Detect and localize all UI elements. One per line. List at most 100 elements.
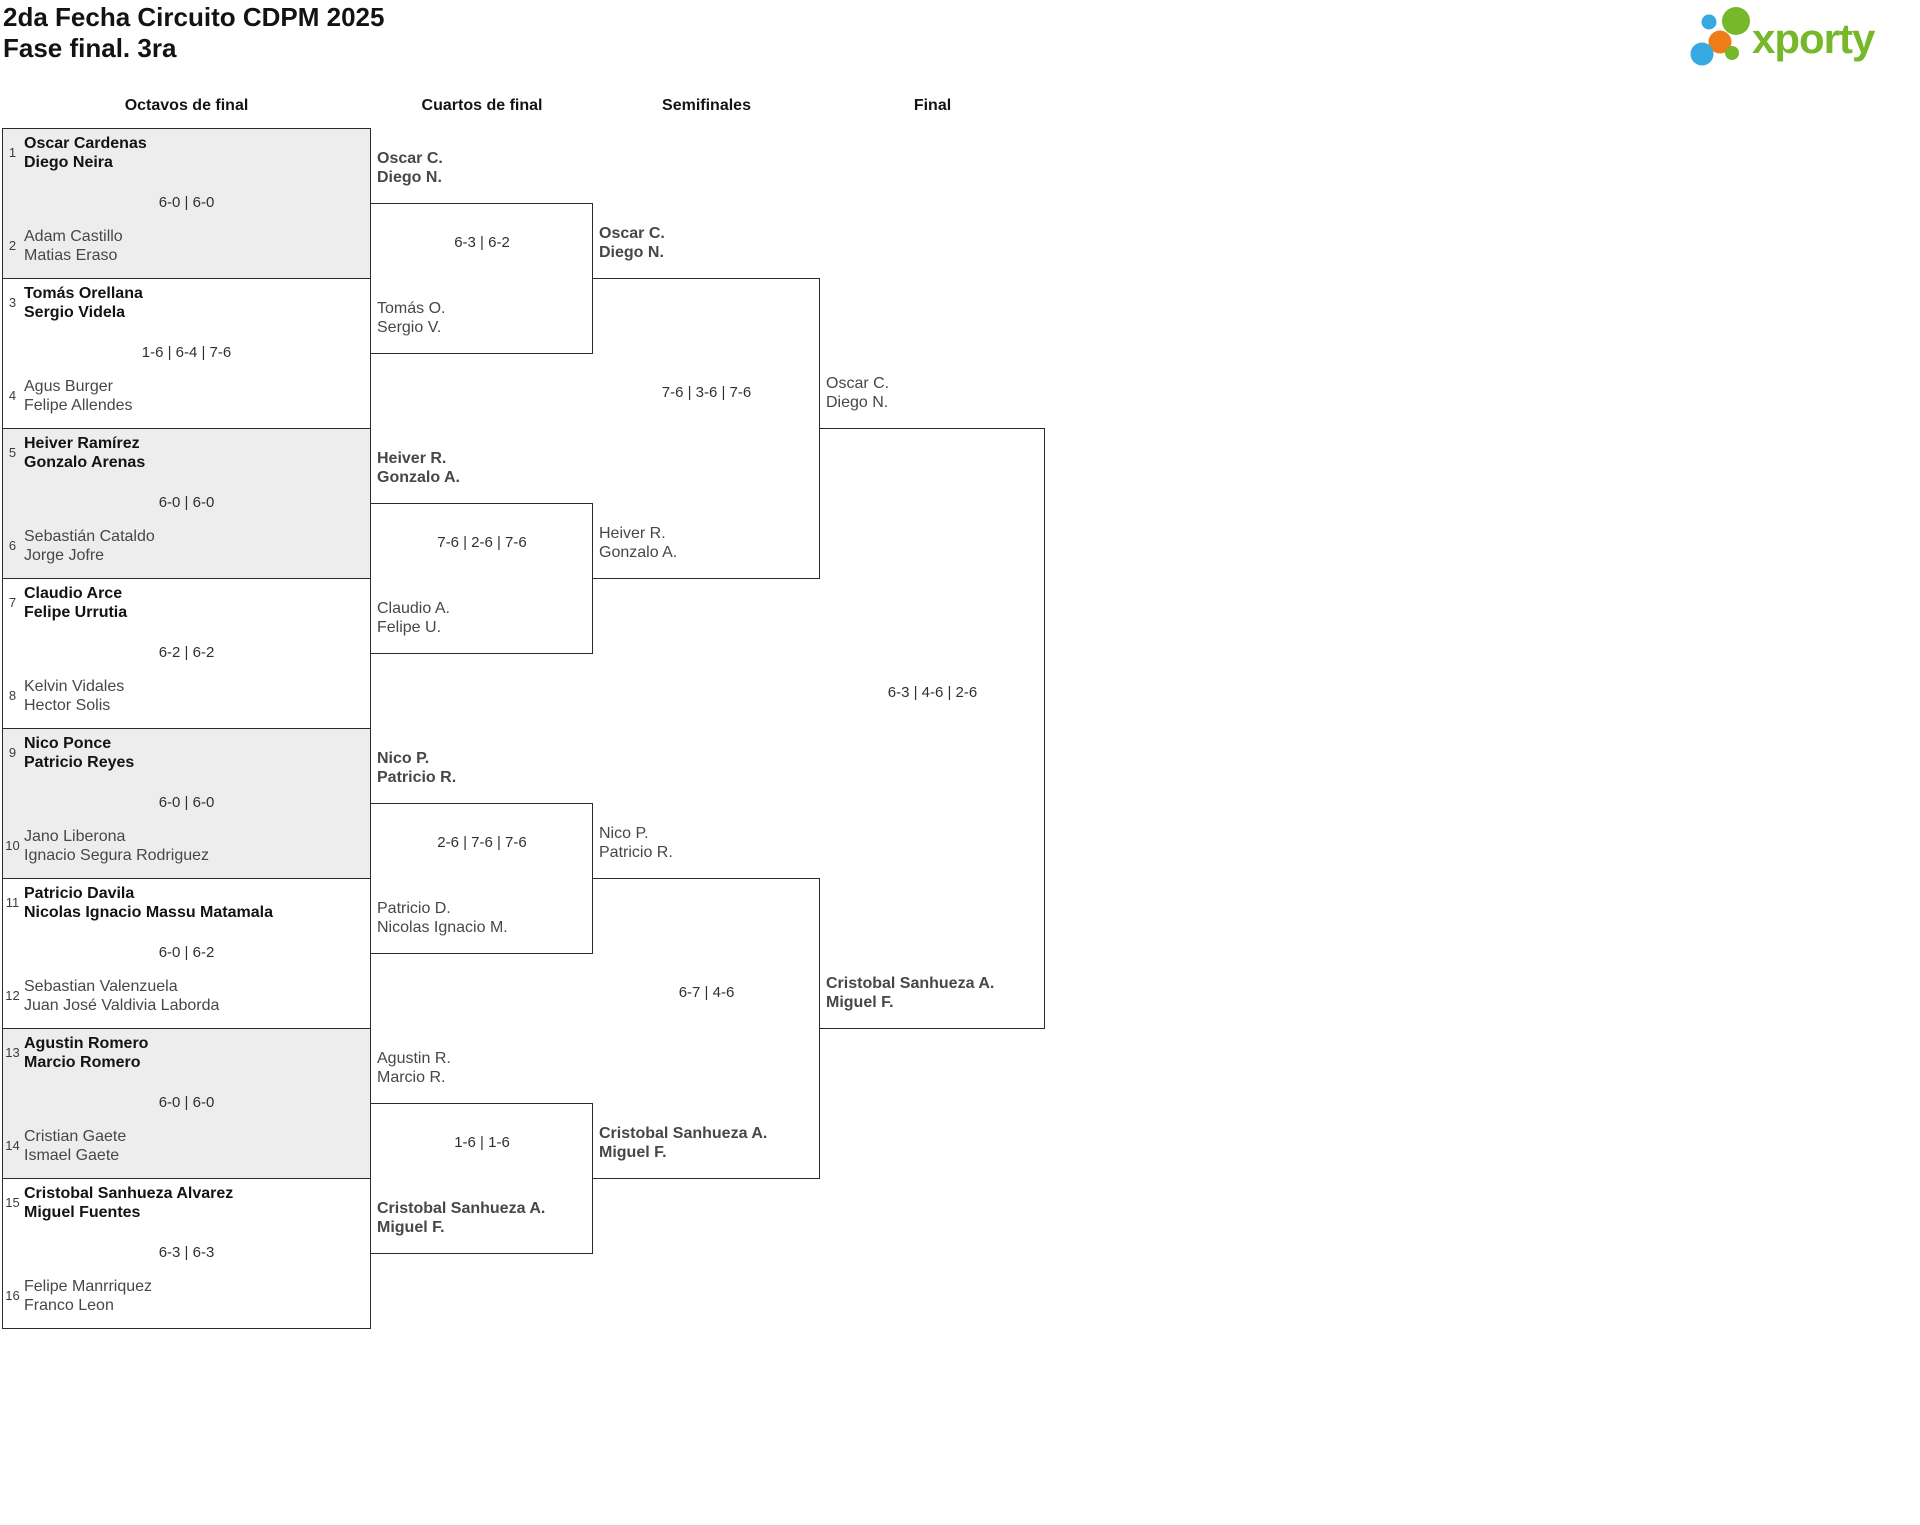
bracket-connector-final <box>820 428 1045 1029</box>
seed-number: 14 <box>5 1138 20 1153</box>
match-score: 6-0 | 6-2 <box>158 944 215 961</box>
player-line: Felipe U. <box>377 619 442 636</box>
player-line: Heiver R. <box>377 450 447 467</box>
cuartos-2-team-top: Heiver R. Gonzalo A. <box>377 449 592 487</box>
player-line: Franco Leon <box>24 1297 114 1314</box>
player-line: Juan José Valdivia Laborda <box>24 997 220 1014</box>
player-line: Felipe Urrutia <box>24 604 128 621</box>
seed-number: 4 <box>8 388 17 403</box>
player-line: Nico P. <box>599 825 649 842</box>
seed-number: 7 <box>8 595 17 610</box>
player-line: Patricio R. <box>377 769 457 786</box>
cuartos-4-team-top: Agustin R. Marcio R. <box>377 1049 592 1087</box>
player-line: Patricio D. <box>377 900 451 917</box>
bracket-connector-sf2 <box>593 878 820 1179</box>
player-line: Cristobal Sanhueza A. <box>599 1125 768 1142</box>
player-line: Diego Neira <box>24 154 113 171</box>
match-score: 6-0 | 6-0 <box>158 1094 215 1111</box>
team-pair: Heiver Ramírez Gonzalo Arenas <box>24 434 364 472</box>
team-pair: Adam Castillo Matias Eraso <box>24 227 364 265</box>
player-line: Adam Castillo <box>24 228 123 245</box>
match-score: 6-2 | 6-2 <box>158 644 215 661</box>
player-line: Jorge Jofre <box>24 547 105 564</box>
semifinal-1-team-bottom: Heiver R. Gonzalo A. <box>599 524 814 562</box>
player-line: Matias Eraso <box>24 247 118 264</box>
bracket-connector-qf3 <box>371 803 593 954</box>
player-line: Patricio R. <box>599 844 673 861</box>
player-line: Kelvin Vidales <box>24 678 125 695</box>
player-line: Diego N. <box>826 394 889 411</box>
octavos-match-5[interactable]: 9 Nico Ponce Patricio Reyes 6-0 | 6-0 10… <box>2 728 371 879</box>
bracket-connector-sf1 <box>593 278 820 579</box>
player-line: Nico P. <box>377 750 430 767</box>
team-pair: Tomás Orellana Sergio Videla <box>24 284 364 322</box>
page-title-block: 2da Fecha Circuito CDPM 2025 Fase final.… <box>3 2 384 64</box>
player-line: Marcio R. <box>377 1069 446 1086</box>
cuartos-2-team-bottom: Claudio A. Felipe U. <box>377 599 592 637</box>
player-line: Cristobal Sanhueza A. <box>826 975 995 992</box>
team-pair: Cristobal Sanhueza Alvarez Miguel Fuente… <box>24 1184 364 1222</box>
player-line: Gonzalo Arenas <box>24 454 146 471</box>
logo-dot-green-large <box>1722 7 1750 35</box>
octavos-match-4[interactable]: 7 Claudio Arce Felipe Urrutia 6-2 | 6-2 … <box>2 578 371 729</box>
team-pair: Sebastian Valenzuela Juan José Valdivia … <box>24 977 364 1015</box>
team-pair: Nico Ponce Patricio Reyes <box>24 734 364 772</box>
cuartos-1-team-top: Oscar C. Diego N. <box>377 149 592 187</box>
logo-dot-blue-large <box>1690 42 1714 66</box>
player-line: Claudio A. <box>377 600 450 617</box>
player-line: Agustin Romero <box>24 1035 149 1052</box>
team-pair: Agus Burger Felipe Allendes <box>24 377 364 415</box>
cuartos-3-score: 2-6 | 7-6 | 7-6 <box>437 834 527 851</box>
final-team-bottom: Cristobal Sanhueza A. Miguel F. <box>826 974 1041 1012</box>
player-line: Ignacio Segura Rodriguez <box>24 847 210 864</box>
octavos-match-2[interactable]: 3 Tomás Orellana Sergio Videla 1-6 | 6-4… <box>2 278 371 429</box>
cuartos-3-team-bottom: Patricio D. Nicolas Ignacio M. <box>377 899 592 937</box>
octavos-match-8[interactable]: 15 Cristobal Sanhueza Alvarez Miguel Fue… <box>2 1178 371 1329</box>
player-line: Jano Liberona <box>24 828 126 845</box>
final-score: 6-3 | 4-6 | 2-6 <box>887 684 978 701</box>
seed-number: 12 <box>5 988 20 1003</box>
player-line: Tomás O. <box>377 300 446 317</box>
cuartos-4-team-bottom: Cristobal Sanhueza A. Miguel F. <box>377 1199 592 1237</box>
player-line: Ismael Gaete <box>24 1147 120 1164</box>
seed-number: 13 <box>5 1045 20 1060</box>
player-line: Cristian Gaete <box>24 1128 127 1145</box>
player-line: Patricio Reyes <box>24 754 135 771</box>
team-pair: Felipe Manrriquez Franco Leon <box>24 1277 364 1315</box>
logo-dot-green-small <box>1725 46 1739 60</box>
octavos-match-1[interactable]: 1 Oscar Cardenas Diego Neira 6-0 | 6-0 2… <box>2 128 371 279</box>
player-line: Nicolas Ignacio M. <box>377 919 508 936</box>
player-line: Hector Solis <box>24 697 111 714</box>
player-line: Gonzalo A. <box>599 544 678 561</box>
seed-number: 1 <box>8 145 17 160</box>
player-line: Sergio Videla <box>24 304 126 321</box>
tournament-subtitle: Fase final. 3ra <box>3 33 177 63</box>
player-line: Tomás Orellana <box>24 285 143 302</box>
semifinal-1-score: 7-6 | 3-6 | 7-6 <box>661 384 752 401</box>
seed-number: 10 <box>5 838 20 853</box>
seed-number: 3 <box>8 295 17 310</box>
xporty-logo[interactable]: xporty <box>1678 4 1910 71</box>
player-line: Cristobal Sanhueza Alvarez <box>24 1185 234 1202</box>
player-line: Heiver Ramírez <box>24 435 140 452</box>
bracket-connector-qf4 <box>371 1103 593 1254</box>
player-line: Diego N. <box>377 169 442 186</box>
player-line: Nicolas Ignacio Massu Matamala <box>24 904 273 921</box>
player-line: Sergio V. <box>377 319 442 336</box>
octavos-match-3[interactable]: 5 Heiver Ramírez Gonzalo Arenas 6-0 | 6-… <box>2 428 371 579</box>
seed-number: 15 <box>5 1195 20 1210</box>
logo-dot-orange <box>1708 30 1732 54</box>
team-pair: Patricio Davila Nicolas Ignacio Massu Ma… <box>24 884 364 922</box>
player-line: Oscar C. <box>826 375 890 392</box>
logo-dot-blue-small <box>1701 14 1717 30</box>
octavos-match-6[interactable]: 11 Patricio Davila Nicolas Ignacio Massu… <box>2 878 371 1029</box>
seed-number: 2 <box>8 238 17 253</box>
column-header-final: Final <box>913 97 952 114</box>
logo-wordmark: xporty <box>1752 15 1876 62</box>
player-line: Sebastián Cataldo <box>24 528 155 545</box>
octavos-match-7[interactable]: 13 Agustin Romero Marcio Romero 6-0 | 6-… <box>2 1028 371 1179</box>
player-line: Sebastian Valenzuela <box>24 978 178 995</box>
bracket-connector-qf1 <box>371 203 593 354</box>
player-line: Gonzalo A. <box>377 469 460 486</box>
player-line: Felipe Allendes <box>24 397 133 414</box>
